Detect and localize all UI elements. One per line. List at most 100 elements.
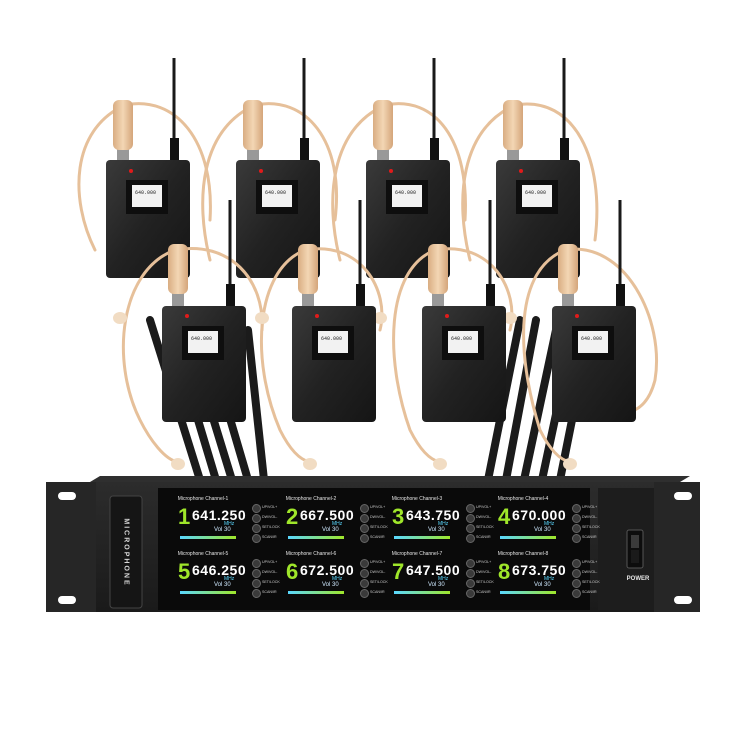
bodypack-transmitter [292,200,376,422]
channel-button-label: UP/VOL+ [476,560,492,564]
channel-control-button[interactable] [252,534,261,543]
frequency-unit: MHz [438,521,449,527]
channel-control-button[interactable] [252,514,261,523]
audio-level-meter [180,591,236,594]
channel-number: 4 [498,504,511,529]
frequency-unit: MHz [224,521,235,527]
channel-button-label: SCAN/IR [370,590,385,594]
channel-button-label: SCAN/IR [582,590,597,594]
headset-mic-tips [113,312,577,470]
channel-button-label: SET/LOCK [582,525,600,529]
channel-title: Microphone Channel-6 [285,551,337,557]
side-brand-text: MICROPHONE [122,517,130,587]
channel-control-button[interactable] [572,559,581,568]
channel-control-button[interactable] [360,569,369,578]
channel-volume: Vol 30 [428,527,445,533]
channel-button-label: SCAN/IR [262,535,277,539]
channel-control-button[interactable] [360,504,369,513]
channel-control-button[interactable] [360,514,369,523]
audio-level-meter [180,536,236,539]
power-label: POWER [626,576,650,582]
channel-control-button[interactable] [360,524,369,533]
channel-control-button[interactable] [360,579,369,588]
channel-title: Microphone Channel-8 [497,551,549,557]
channel-button-label: DW/VOL- [582,515,598,519]
channel-button-label: DW/VOL- [476,570,492,574]
channel-button-label: DW/VOL- [262,570,278,574]
channel-frequency: 672.500 [300,562,355,578]
transmitter-lcd-frequency: 640.000 [191,336,213,342]
channel-control-button[interactable] [572,589,581,598]
channel-control-button[interactable] [360,534,369,543]
channel-control-button[interactable] [466,579,475,588]
channel-button-label: SET/LOCK [262,525,280,529]
channel-title: Microphone Channel-7 [391,551,443,557]
channel-number: 1 [178,504,191,529]
channel-button-label: SET/LOCK [582,580,600,584]
channel-control-button[interactable] [252,524,261,533]
audio-level-meter [288,591,344,594]
audio-level-meter [394,591,450,594]
channel-control-button[interactable] [360,559,369,568]
audio-level-meter [500,591,556,594]
channel-button-label: UP/VOL+ [262,505,278,509]
channel-frequency: 641.250 [192,507,247,523]
channel-button-label: DW/VOL- [476,515,492,519]
channel-control-button[interactable] [252,589,261,598]
channel-button-label: UP/VOL+ [370,505,386,509]
channel-control-button[interactable] [252,504,261,513]
audio-level-meter [394,536,450,539]
channel-control-button[interactable] [252,579,261,588]
frequency-unit: MHz [224,576,235,582]
channel-button-label: UP/VOL+ [582,505,598,509]
audio-level-meter [288,536,344,539]
channel-control-button[interactable] [466,589,475,598]
channel-button-label: SET/LOCK [370,580,388,584]
channel-volume: Vol 30 [534,527,551,533]
channel-control-button[interactable] [572,534,581,543]
channel-control-button[interactable] [252,569,261,578]
channel-volume: Vol 30 [214,582,231,588]
transmitter-lcd-frequency: 640.000 [451,336,473,342]
bodypack-transmitter [422,200,506,422]
transmitter-lcd-frequency: 640.000 [395,190,417,196]
channel-control-button[interactable] [466,514,475,523]
channel-button-label: UP/VOL+ [370,560,386,564]
channel-volume: Vol 30 [428,582,445,588]
channel-button-label: SCAN/IR [476,535,491,539]
channel-button-label: SCAN/IR [582,535,597,539]
power-switch[interactable] [627,530,643,568]
channel-button-label: DW/VOL- [370,515,386,519]
channel-control-button[interactable] [572,504,581,513]
channel-control-button[interactable] [572,569,581,578]
audio-level-meter [500,536,556,539]
channel-control-button[interactable] [466,559,475,568]
channel-button-label: UP/VOL+ [582,560,598,564]
channel-control-button[interactable] [572,514,581,523]
channel-control-button[interactable] [466,569,475,578]
channel-control-button[interactable] [466,534,475,543]
channel-title: Microphone Channel-1 [177,496,229,502]
channel-frequency: 647.500 [406,562,461,578]
channel-volume: Vol 30 [322,527,339,533]
channel-number: 8 [498,559,511,584]
channel-control-button[interactable] [466,524,475,533]
channel-control-button[interactable] [466,504,475,513]
channel-number: 7 [392,559,405,584]
channel-title: Microphone Channel-5 [177,551,229,557]
transmitter-lcd-frequency: 640.000 [321,336,343,342]
channel-button-label: SCAN/IR [476,590,491,594]
channel-control-button[interactable] [360,589,369,598]
bodypack-transmitter [552,200,636,422]
channel-title: Microphone Channel-4 [497,496,549,502]
channel-control-button[interactable] [252,559,261,568]
bodypack-transmitter [162,200,246,422]
transmitter-lcd-frequency: 640.000 [135,190,157,196]
channel-frequency: 667.500 [300,507,355,523]
channel-control-button[interactable] [572,524,581,533]
frequency-unit: MHz [332,521,343,527]
channel-control-button[interactable] [572,579,581,588]
channel-button-label: SET/LOCK [476,525,494,529]
channel-frequency: 643.750 [406,507,461,523]
